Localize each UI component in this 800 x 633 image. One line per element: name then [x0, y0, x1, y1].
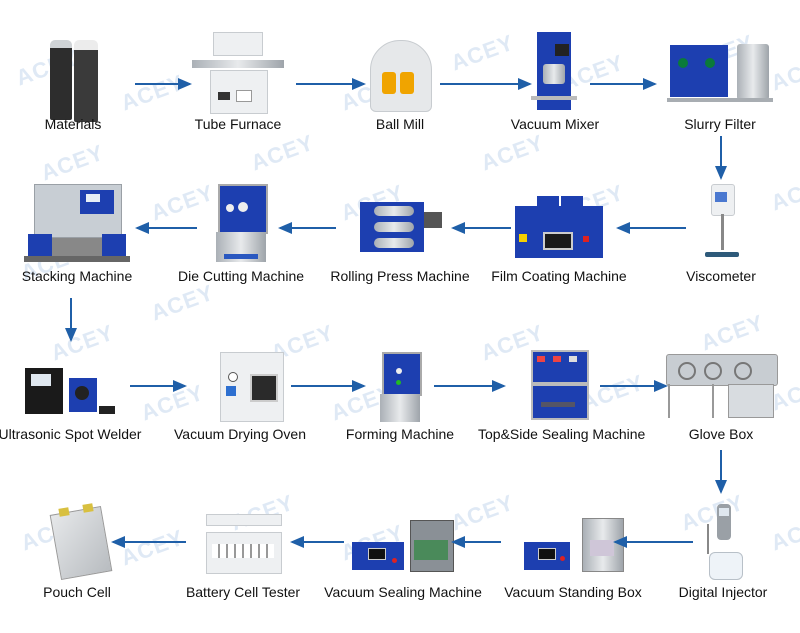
arrow-right: [296, 78, 366, 90]
film-coating-machine-icon: [509, 182, 609, 272]
step-label: Vacuum Standing Box: [504, 584, 642, 600]
arrow-right: [440, 78, 532, 90]
arrow-left: [451, 536, 501, 548]
step-vacuum-sealing-machine: Vacuum Sealing Machine: [323, 500, 483, 600]
arrow-left: [616, 222, 686, 234]
arrow-left: [290, 536, 344, 548]
glove-box-icon: [656, 346, 786, 436]
vacuum-standing-box-icon: [518, 500, 628, 590]
viscometer-icon: [691, 182, 751, 272]
arrow-right: [590, 78, 657, 90]
step-film-coating-machine: Film Coating Machine: [479, 182, 639, 284]
arrow-left: [135, 222, 197, 234]
watermark: ACEY: [477, 129, 548, 176]
step-top-side-sealing-machine: Top&Side Sealing Machine: [478, 346, 645, 442]
step-label: Film Coating Machine: [491, 268, 627, 284]
step-die-cutting-machine: Die Cutting Machine: [161, 182, 321, 284]
stacking-machine-icon: [22, 182, 132, 272]
step-label: Pouch Cell: [43, 584, 111, 600]
step-tube-furnace: Tube Furnace: [158, 30, 318, 132]
arrow-down: [715, 136, 727, 180]
step-slurry-filter: Slurry Filter: [640, 30, 800, 132]
ultrasonic-spot-welder-icon: [15, 346, 125, 436]
arrow-left: [111, 536, 186, 548]
step-label: Die Cutting Machine: [177, 268, 305, 284]
step-label: Vacuum Mixer: [510, 116, 600, 132]
step-label: Viscometer: [686, 268, 756, 284]
die-cutting-machine-icon: [206, 182, 276, 272]
watermark: ACEY: [37, 139, 108, 186]
step-label: Top&Side Sealing Machine: [478, 426, 646, 442]
step-stacking-machine: Stacking Machine: [0, 182, 157, 284]
tube-furnace-icon: [188, 30, 288, 120]
step-label: Rolling Press Machine: [330, 268, 470, 284]
watermark: ACEY: [147, 279, 218, 326]
step-label: Slurry Filter: [684, 116, 756, 132]
slurry-filter-icon: [665, 30, 775, 120]
step-vacuum-standing-box: Vacuum Standing Box: [493, 500, 653, 600]
vacuum-sealing-machine-icon: [348, 500, 458, 590]
arrow-down: [65, 298, 77, 342]
step-label: Forming Machine: [345, 426, 455, 442]
arrow-right: [130, 380, 187, 392]
step-forming-machine: Forming Machine: [320, 346, 480, 442]
step-label: Tube Furnace: [194, 116, 282, 132]
vacuum-mixer-icon: [525, 30, 585, 120]
vacuum-drying-oven-icon: [190, 346, 290, 436]
ball-mill-icon: [360, 30, 440, 120]
forming-machine-icon: [370, 346, 430, 436]
step-vacuum-mixer: Vacuum Mixer: [475, 30, 635, 132]
arrow-left: [278, 222, 336, 234]
step-rolling-press-machine: Rolling Press Machine: [320, 182, 480, 284]
step-label: Vacuum Sealing Machine: [324, 584, 482, 600]
battery-cell-tester-icon: [198, 500, 288, 590]
step-vacuum-drying-oven: Vacuum Drying Oven: [160, 346, 320, 442]
top-side-sealing-machine-icon: [523, 346, 593, 436]
step-glove-box: Glove Box: [641, 346, 800, 442]
step-materials: Materials: [0, 30, 153, 132]
step-ultrasonic-spot-welder: Ultrasonic Spot Welder: [0, 346, 150, 442]
arrow-right: [291, 380, 366, 392]
arrow-left: [451, 222, 511, 234]
arrow-down: [715, 450, 727, 494]
step-label: Stacking Machine: [21, 268, 133, 284]
step-battery-cell-tester: Battery Cell Tester: [163, 500, 323, 600]
step-label: Digital Injector: [678, 584, 768, 600]
step-pouch-cell: Pouch Cell: [0, 500, 157, 600]
bottles-icon: [38, 30, 108, 122]
digital-injector-icon: [693, 500, 753, 590]
step-label: Materials: [44, 116, 102, 132]
pouch-cell-icon: [37, 500, 117, 590]
arrow-right: [135, 78, 192, 90]
watermark: ACEY: [247, 129, 318, 176]
step-label: Ball Mill: [375, 116, 425, 132]
arrow-right: [600, 380, 668, 392]
step-label: Ultrasonic Spot Welder: [0, 426, 142, 442]
step-digital-injector: Digital Injector: [643, 500, 800, 600]
step-label: Battery Cell Tester: [185, 584, 301, 600]
step-ball-mill: Ball Mill: [320, 30, 480, 132]
step-viscometer: Viscometer: [641, 182, 800, 284]
step-label: Glove Box: [688, 426, 754, 442]
arrow-right: [434, 380, 506, 392]
rolling-press-machine-icon: [350, 182, 450, 272]
arrow-left: [613, 536, 693, 548]
step-label: Vacuum Drying Oven: [173, 426, 306, 442]
